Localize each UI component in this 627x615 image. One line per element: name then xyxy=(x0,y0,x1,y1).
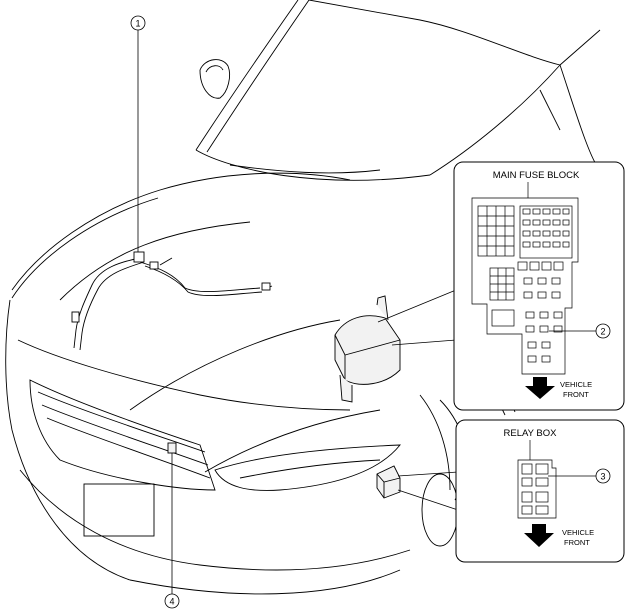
callout-4: 4 xyxy=(164,453,180,609)
component-4-part xyxy=(167,442,177,454)
main-fuse-block-panel: MAIN FUSE BLOCK xyxy=(377,161,625,411)
callout-1-number: 1 xyxy=(135,19,140,29)
relay-box-front-arrow-icon xyxy=(524,524,554,547)
relay-box-title: RELAY BOX xyxy=(504,428,558,439)
callout-3: 3 xyxy=(548,468,611,484)
connector-1 xyxy=(133,251,145,263)
main-fuse-block-component xyxy=(334,295,401,403)
relay-box-drawing xyxy=(517,459,557,519)
callout-3-number: 3 xyxy=(600,472,605,482)
main-fuse-block-direction-line1: VEHICLE xyxy=(560,380,592,389)
callout-2: 2 xyxy=(549,323,611,339)
callout-4-number: 4 xyxy=(169,597,174,607)
callout-2-number: 2 xyxy=(600,327,605,337)
main-fuse-block-title: MAIN FUSE BLOCK xyxy=(493,170,580,181)
wiring-harness xyxy=(71,251,273,351)
main-fuse-block-direction-line2: FRONT xyxy=(563,390,589,399)
relay-box-direction-line2: FRONT xyxy=(564,538,590,547)
main-fuse-block-front-arrow-icon xyxy=(525,377,555,399)
relay-box-panel: RELAY BOX 3 VEHICLE FRONT xyxy=(397,419,625,563)
relay-box-direction-line1: VEHICLE xyxy=(562,528,594,537)
callout-1: 1 xyxy=(130,15,146,252)
main-fuse-block-drawing xyxy=(471,197,579,375)
relay-box-component xyxy=(376,465,401,499)
